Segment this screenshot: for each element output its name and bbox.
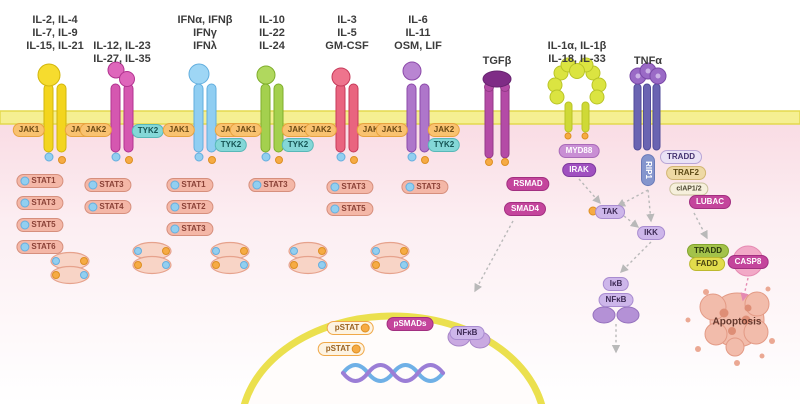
stat-pill: STAT3 (326, 180, 374, 194)
pstat-pill: pSTAT (317, 342, 365, 356)
ikk-pill: IKK (637, 226, 665, 240)
stat-pill: STAT5 (16, 218, 64, 232)
label-tgfb: TGFβ (482, 55, 512, 67)
label-tnfa: TNFα (633, 55, 663, 67)
tradd-pill: TRADD (660, 150, 702, 164)
jak-pill: JAK1 (12, 123, 46, 137)
receptor-il12-family (107, 61, 135, 164)
tyk2-pill: TYK2 (281, 138, 315, 152)
traf2-pill: TRAF2 (666, 166, 706, 180)
receptor-tnf (629, 62, 667, 151)
receptor-interferon (188, 63, 217, 164)
tradd-death-pill: TRADD (687, 244, 729, 258)
signal-arrows (474, 178, 749, 354)
jak-pill: JAK1 (162, 123, 196, 137)
ciap12-pill: cIAP1/2 (669, 182, 709, 196)
nuclear-nfkb-pill: NFκB (449, 326, 485, 340)
stat-pill: STAT3 (248, 178, 296, 192)
irak-pill: IRAK (562, 163, 596, 177)
jak-pill: JAK1 (229, 123, 263, 137)
casp8-pill: CASP8 (727, 255, 769, 269)
receptor-gp130-family (402, 61, 430, 164)
pstat-pill: pSTAT (326, 321, 374, 335)
stat-pill: STAT3 (166, 222, 214, 236)
nfkb-complex-lobes (592, 306, 640, 324)
receptor-beta-common (331, 67, 359, 164)
psmads-pill: pSMADs (386, 317, 434, 331)
jak-pill: JAK2 (304, 123, 338, 137)
smad4-pill: SMAD4 (503, 202, 547, 216)
apoptosis-label: Apoptosis (712, 316, 762, 328)
jak-pill: JAK2 (427, 123, 461, 137)
stat-pill: STAT3 (16, 196, 64, 210)
jak-pill: JAK1 (375, 123, 409, 137)
stat-pill: STAT6 (16, 240, 64, 254)
tyk2-pill: TYK2 (427, 138, 461, 152)
dna-helix-icon (341, 363, 445, 383)
receptor-tgfb (482, 70, 512, 166)
tak-pill: TAK (595, 205, 625, 219)
tyk2-pill: TYK2 (214, 138, 248, 152)
stat-pill: STAT2 (166, 200, 214, 214)
nfkb-pill: NFκB (598, 293, 634, 307)
apoptosis-blob (685, 286, 775, 366)
receptor-il1-family (547, 57, 607, 140)
lubac-pill: LUBAC (689, 195, 731, 209)
stat-pill: STAT3 (84, 178, 132, 192)
fadd-pill: FADD (689, 257, 725, 271)
myd88-pill: MYD88 (558, 144, 600, 158)
stat-pill: STAT4 (84, 200, 132, 214)
rip1-pill: RIP1 (641, 154, 655, 186)
tyk2-pill: TYK2 (131, 124, 165, 138)
rsmad-pill: RSMAD (506, 177, 550, 191)
receptor-il10-family (256, 65, 284, 164)
stat-pill: STAT1 (166, 178, 214, 192)
jak-pill: JAK2 (79, 123, 113, 137)
receptor-gamma-chain (37, 63, 67, 164)
stat-pill: STAT5 (326, 202, 374, 216)
stat-pill: STAT3 (401, 180, 449, 194)
stat-pill: STAT1 (16, 174, 64, 188)
ikb-pill: IκB (602, 277, 630, 291)
